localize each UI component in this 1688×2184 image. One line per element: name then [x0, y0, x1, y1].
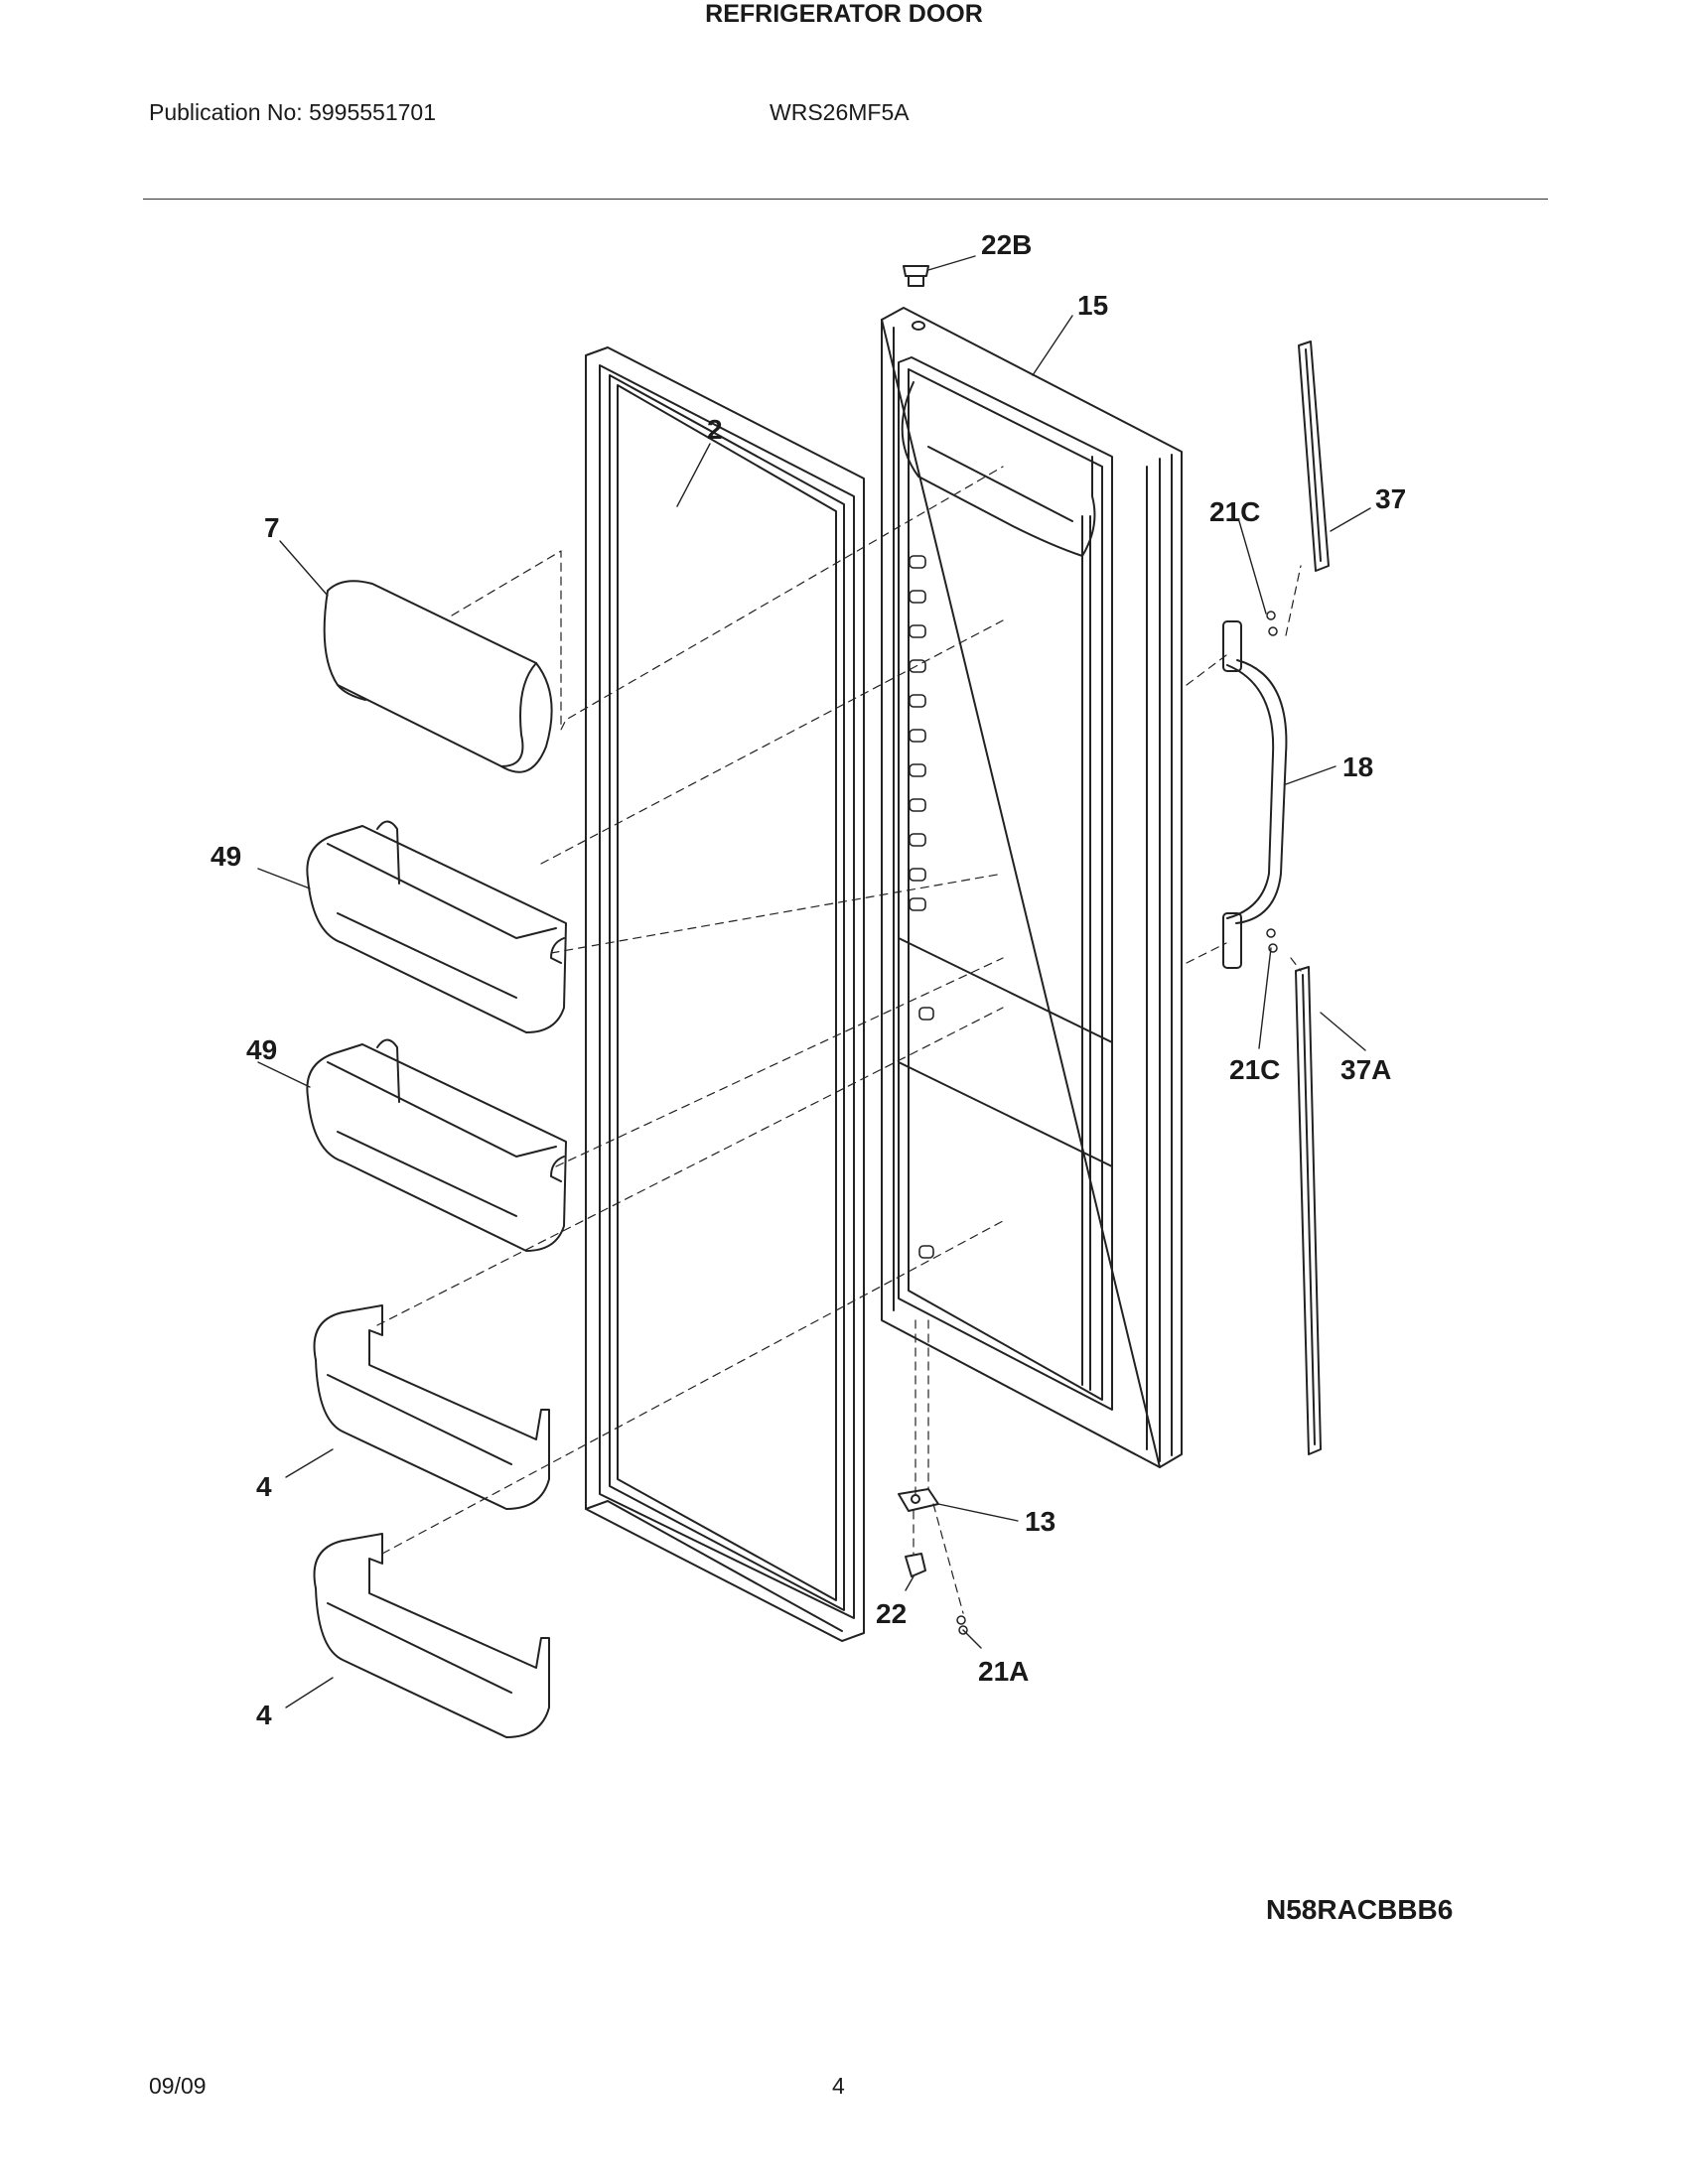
door-gasket-part [585, 346, 865, 1642]
door-handle-part [1222, 620, 1288, 969]
callout-37: 37 [1375, 483, 1406, 514]
callout-21c-bottom: 21C [1229, 1054, 1280, 1085]
callout-13: 13 [1025, 1506, 1055, 1537]
page-number: 4 [832, 2073, 845, 2099]
callout-21a: 21A [978, 1656, 1029, 1687]
callout-2: 2 [707, 414, 723, 445]
callout-49-upper: 49 [211, 841, 241, 872]
door-bin-part-lower [306, 1038, 567, 1252]
callout-18: 18 [1342, 751, 1373, 782]
callout-22b: 22B [981, 229, 1032, 260]
door-shelf-part-lower [313, 1533, 550, 1738]
publication-date: 09/09 [149, 2073, 207, 2099]
model-number: WRS26MF5A [770, 99, 910, 125]
page-title: REFRIGERATOR DOOR [705, 0, 983, 28]
shelf-support-studs [909, 555, 934, 1259]
hinge-plug-part [903, 265, 929, 287]
dairy-door-part [323, 580, 553, 773]
callout-37a: 37A [1340, 1054, 1391, 1085]
publication-number: Publication No: 5995551701 [149, 99, 437, 125]
handle-trim-upper-part [1298, 341, 1330, 572]
bracket-screw-part [956, 1615, 968, 1635]
hinge-bushing-part [905, 1553, 926, 1577]
handle-trim-lower-part [1295, 966, 1322, 1455]
door-shelf-part-upper [313, 1304, 550, 1510]
door-shell-part [881, 307, 1183, 1468]
callout-15: 15 [1077, 290, 1108, 321]
diagram-code: N58RACBBB6 [1266, 1894, 1454, 1925]
handle-screws-part [1266, 611, 1278, 953]
callout-4-upper: 4 [256, 1471, 272, 1502]
door-bin-part-upper [306, 820, 567, 1033]
bottom-hinge-bracket-part [898, 1488, 939, 1512]
callout-49-lower: 49 [246, 1034, 277, 1065]
callout-4-lower: 4 [256, 1700, 272, 1730]
title-divider [143, 199, 1548, 200]
callout-7: 7 [264, 512, 280, 543]
assembly-guide-lines [376, 466, 1302, 1614]
callout-leaders [257, 255, 1371, 1708]
callout-21c-top: 21C [1209, 496, 1260, 527]
callout-22: 22 [876, 1598, 907, 1629]
